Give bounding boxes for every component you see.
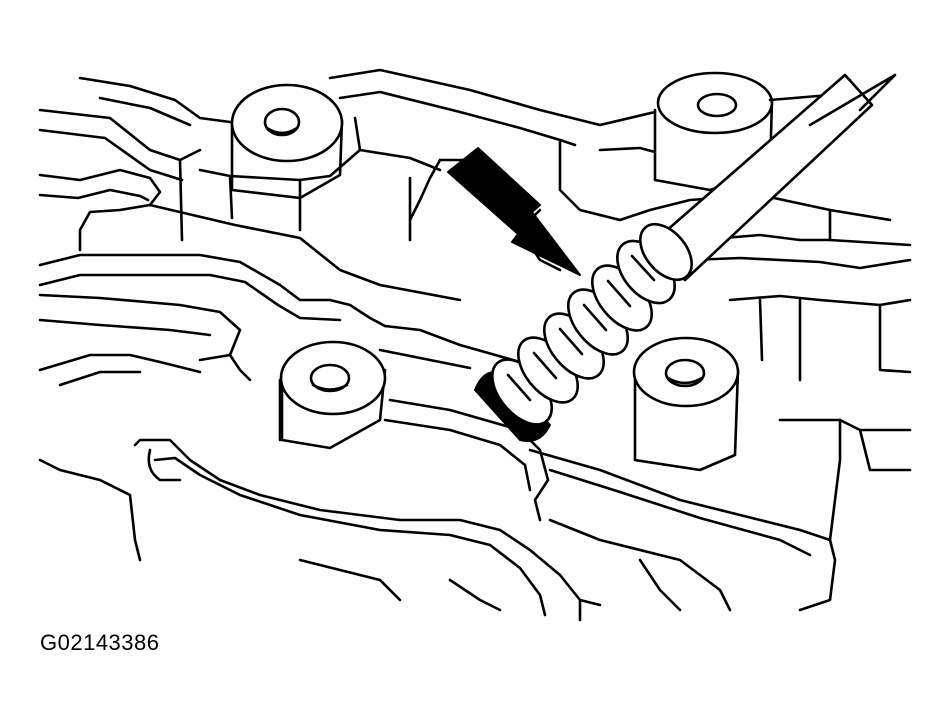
- right-housing: [598, 193, 912, 432]
- upper-left-boss: [230, 83, 344, 200]
- figure-code: G02143386: [40, 630, 160, 655]
- bolt-hole-right-middle: [664, 358, 706, 388]
- arrow-icon: [447, 147, 581, 276]
- spring-seal: [474, 223, 693, 442]
- upper-center-casting: [328, 68, 602, 272]
- middle-left-housing: [38, 293, 522, 442]
- right-middle-boss: [632, 336, 740, 472]
- bolt-hole-upper-left: [263, 107, 301, 137]
- callout-arrow: [447, 147, 581, 276]
- lower-housing: [38, 398, 912, 622]
- bolt-hole-upper-right: [696, 92, 738, 118]
- upper-left-housing: [38, 76, 462, 328]
- bolt-hole-middle-left: [309, 363, 351, 393]
- middle-left-boss: [279, 340, 387, 450]
